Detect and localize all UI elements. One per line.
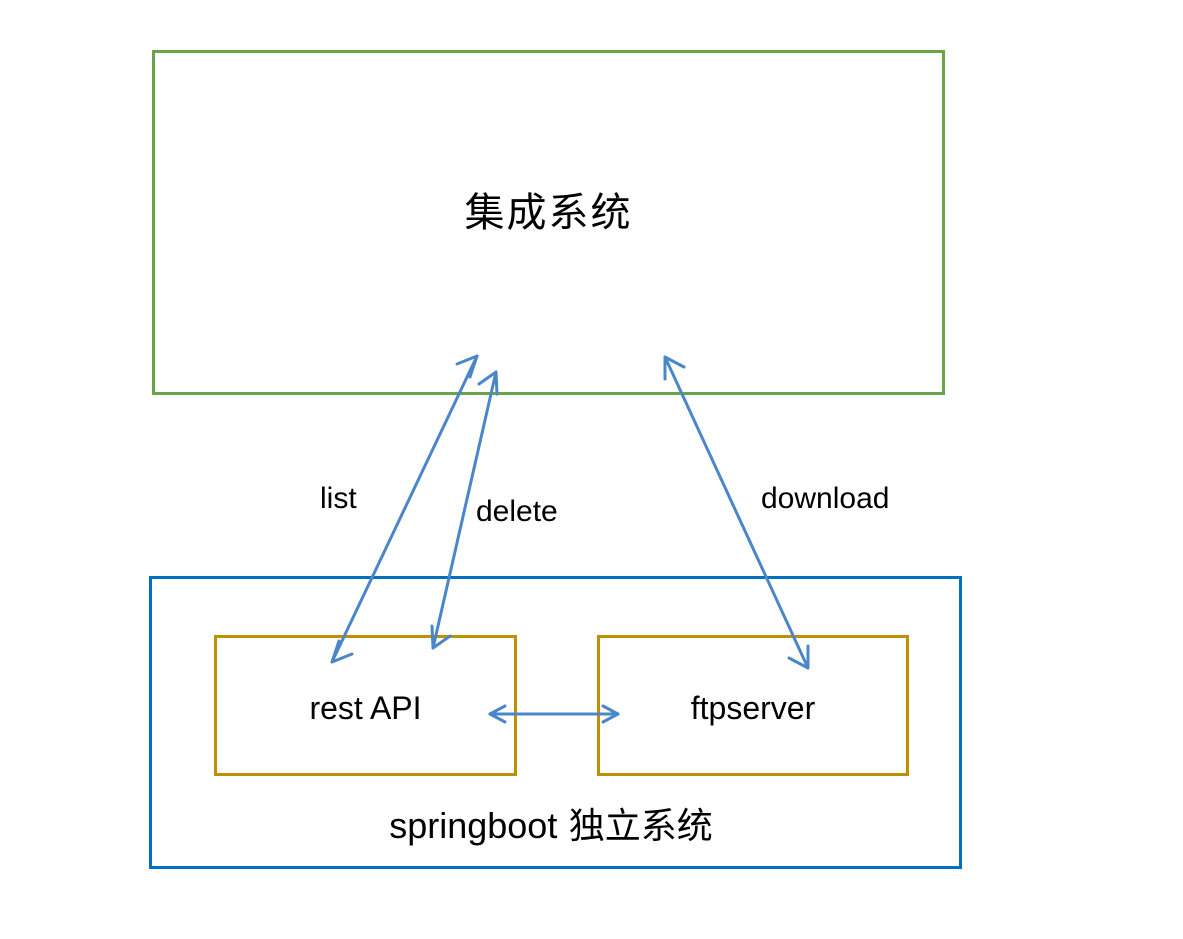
- springboot-label-ascii: springboot: [389, 805, 558, 846]
- download-connector-label: download: [761, 482, 890, 515]
- list-connector-label: list: [320, 482, 357, 515]
- integrated-system-label: 集成系统: [464, 190, 633, 236]
- integrated-system-box[interactable]: [152, 50, 945, 395]
- ftpserver-label: ftpserver: [690, 690, 816, 726]
- springboot-label-cjk: 独立系统: [557, 806, 713, 847]
- delete-connector-label: delete: [476, 495, 558, 528]
- springboot-box[interactable]: [149, 576, 962, 869]
- springboot-label: springboot 独立系统: [0, 808, 1102, 845]
- rest-api-label: rest API: [309, 690, 422, 726]
